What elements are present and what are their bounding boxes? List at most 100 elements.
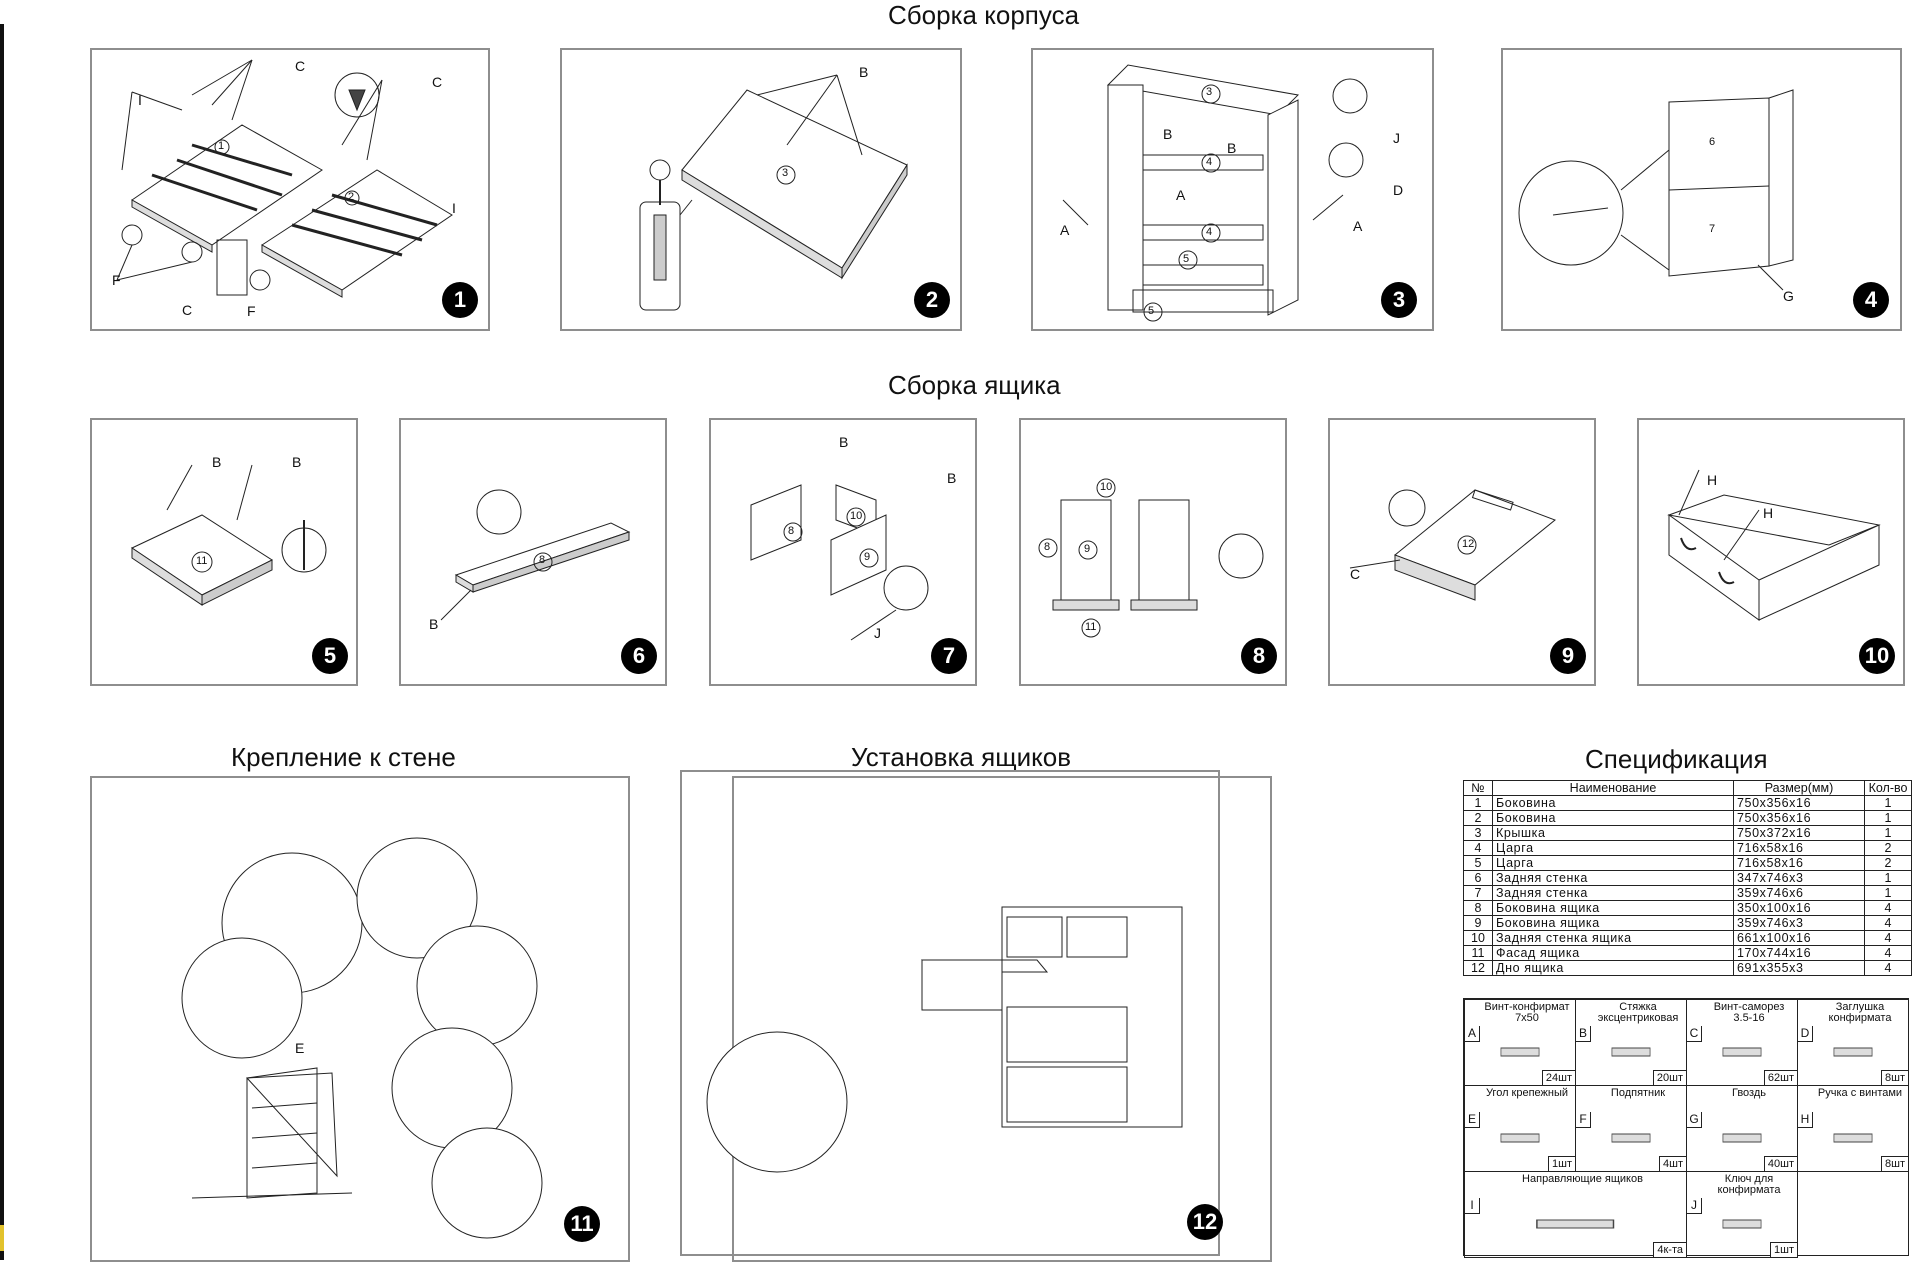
drawer-rail-icon: [1531, 1212, 1619, 1236]
spec-table-cell: 2: [1864, 840, 1912, 856]
callout-label: 5: [1148, 305, 1155, 317]
step-1-illustration: [116, 59, 453, 298]
callout-label: D: [1393, 182, 1404, 198]
callout-label: A: [1353, 218, 1363, 234]
callout-label: J: [874, 625, 881, 641]
callout-label: 8: [539, 554, 546, 566]
part-letter: J: [1687, 1198, 1702, 1214]
step-panel-2: B 3 2: [560, 48, 962, 331]
callout-label: C: [182, 302, 193, 318]
section-title-spec: Спецификация: [1585, 744, 1768, 774]
part-qty: 4шт: [1659, 1156, 1686, 1171]
confirmat-screw-icon: [1498, 1040, 1542, 1064]
spec-table-cell: 4: [1864, 960, 1912, 976]
part-letter: F: [1576, 1112, 1591, 1128]
step-panel-7: B B 10 8 9 J 7: [709, 418, 977, 686]
spec-table-cell: Задняя стенка ящика: [1492, 930, 1734, 946]
callout-label: 8: [1044, 541, 1051, 553]
spec-header-cell: Наименование: [1492, 780, 1734, 796]
callout-label: J: [1393, 130, 1400, 146]
callout-label: 2: [348, 191, 355, 203]
step-badge: 6: [621, 638, 657, 674]
spec-header-row: № Наименование Размер(мм) Кол-во: [1463, 780, 1912, 796]
spec-table-cell: Фасад ящика: [1492, 945, 1734, 961]
spec-table-cell: 4: [1864, 900, 1912, 916]
spec-table-cell: 170x744x16: [1733, 945, 1865, 961]
step-panel-9: 12 C 9: [1328, 418, 1596, 686]
self-tapping-screw-icon: [1720, 1040, 1764, 1064]
step-2-illustration: [639, 74, 908, 311]
step-panel-10: H H 10: [1637, 418, 1905, 686]
part-name: Ручка с винтами: [1817, 1087, 1903, 1099]
left-edge-bar: [0, 24, 4, 1260]
spec-table-cell: 4: [1463, 840, 1493, 856]
callout-label: 10: [850, 510, 863, 522]
spec-table-cell: Царга: [1492, 855, 1734, 871]
callout-label: I: [138, 92, 142, 108]
step-8-illustration: [1038, 478, 1264, 638]
part-letter: B: [1576, 1026, 1591, 1042]
callout-label: 10: [1100, 481, 1113, 493]
callout-label: I: [452, 200, 456, 216]
spec-table-cell: 8: [1463, 900, 1493, 916]
step-badge: 7: [931, 638, 967, 674]
callout-label: E: [295, 1040, 305, 1056]
part-letter: H: [1798, 1112, 1813, 1128]
callout-label: B: [212, 454, 222, 470]
part-letter: D: [1798, 1026, 1813, 1042]
callout-label: 7: [1709, 223, 1716, 235]
step-badge: 10: [1859, 638, 1895, 674]
callout-label: B: [1227, 140, 1237, 156]
step-12-offset-frame: [732, 776, 1272, 1262]
callout-label: C: [432, 74, 443, 90]
spec-table-cell: 750x356x16: [1733, 810, 1865, 826]
spec-table-cell: 9: [1463, 915, 1493, 931]
step-6-illustration: [440, 489, 631, 621]
callout-label: B: [947, 470, 957, 486]
step-badge: 4: [1853, 282, 1889, 318]
spec-table-cell: 347x746x3: [1733, 870, 1865, 886]
callout-label: A: [1060, 222, 1070, 238]
spec-table-cell: 1: [1864, 870, 1912, 886]
callout-label: 4: [1206, 226, 1213, 238]
callout-label: F: [247, 303, 256, 319]
callout-label: B: [429, 616, 439, 632]
step-panel-4: 6 7 G 4: [1501, 48, 1902, 331]
spec-table-cell: Дно ящика: [1492, 960, 1734, 976]
spec-table-cell: 350x100x16: [1733, 900, 1865, 916]
callout-label: C: [295, 58, 306, 74]
callout-label: H: [1763, 505, 1774, 521]
spec-table-cell: 716x58x16: [1733, 855, 1865, 871]
spec-table-cell: Задняя стенка: [1492, 885, 1734, 901]
step-panel-5: B B 11 5: [90, 418, 358, 686]
part-name: Стяжка эксцентриковая: [1597, 1001, 1679, 1024]
spec-table-cell: 1: [1864, 810, 1912, 826]
callout-label: 8: [788, 525, 795, 537]
nail-icon: [1720, 1126, 1764, 1150]
step-badge: 2: [914, 282, 950, 318]
spec-table-cell: Боковина: [1492, 810, 1734, 826]
step-panel-1: C C I I F F C 1 2 1: [90, 48, 490, 331]
foot-pad-icon: [1609, 1126, 1653, 1150]
part-name: Направляющие ящиков: [1522, 1173, 1643, 1185]
spec-table-cell: Боковина ящика: [1492, 900, 1734, 916]
callout-label: G: [1783, 288, 1794, 304]
step-10-illustration: [1667, 469, 1881, 621]
spec-table-cell: Задняя стенка: [1492, 870, 1734, 886]
step-5-illustration: [130, 464, 327, 606]
part-qty: 40шт: [1763, 1156, 1797, 1171]
callout-label: 12: [1462, 538, 1475, 550]
left-edge-accent: [0, 1225, 4, 1251]
part-name: Гвоздь: [1731, 1087, 1766, 1099]
spec-table-cell: 3: [1463, 825, 1493, 841]
part-name: Подпятник: [1610, 1087, 1666, 1099]
step-panel-6: 8 B 6: [399, 418, 667, 686]
